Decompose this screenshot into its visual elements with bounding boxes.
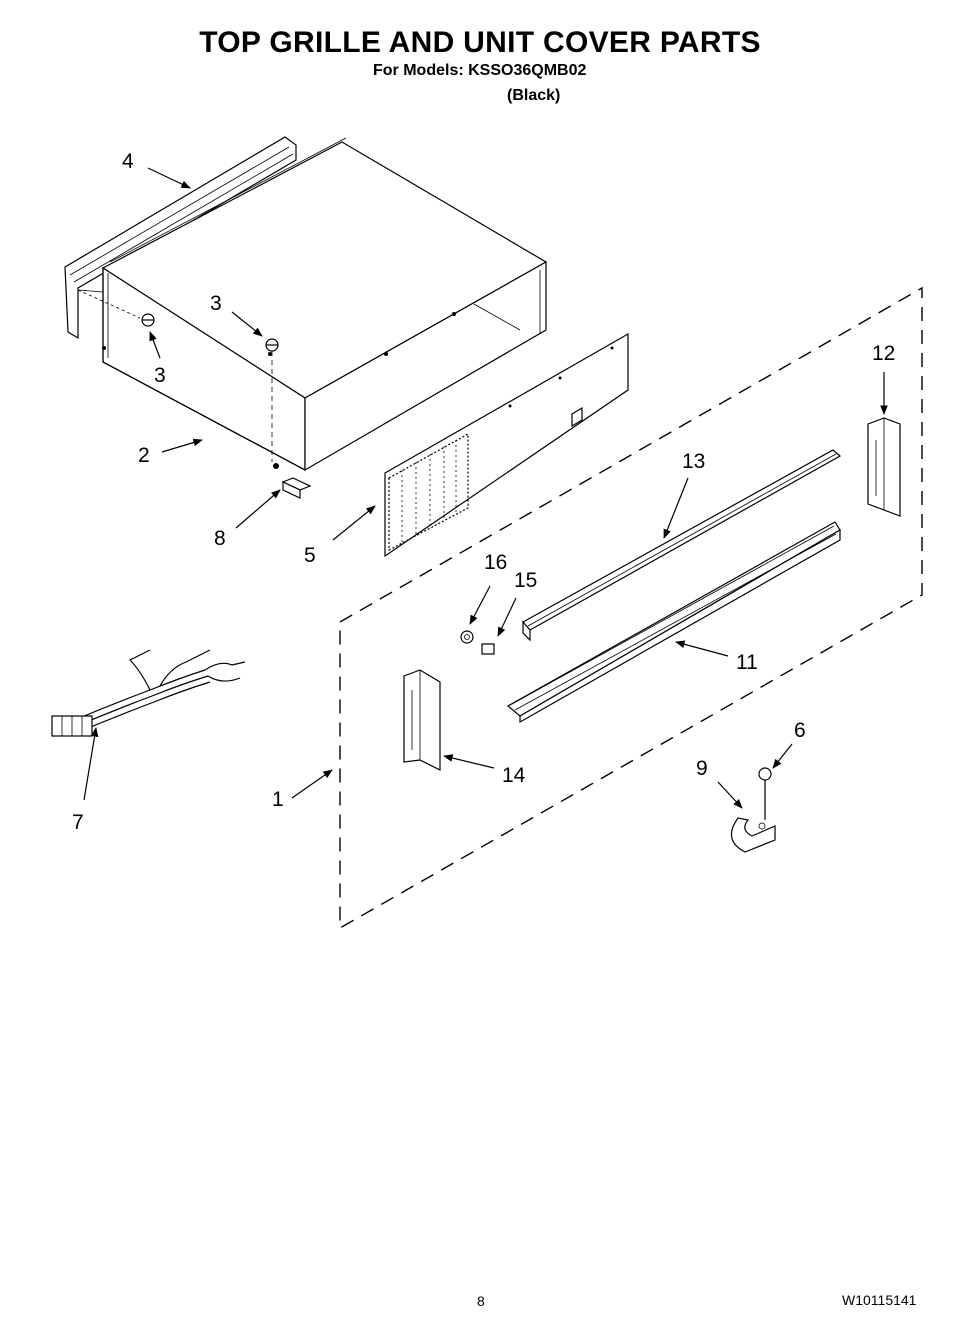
callout-8: 8 [214,527,226,550]
callout-11: 11 [736,651,758,674]
assembly-outline-part-1 [339,286,923,930]
page-title: TOP GRILLE AND UNIT COVER PARTS [199,26,761,59]
callout-16: 16 [484,551,507,574]
callout-14: 14 [502,764,526,787]
clip-part-8 [281,477,312,499]
screw-part-3-right [265,338,279,462]
grille-panel-part-5 [384,332,629,558]
clamp-part-9 [730,817,776,853]
page-number: 8 [477,1293,485,1309]
screw-part-16 [460,630,474,644]
callout-1: 1 [272,788,284,811]
callout-4: 4 [122,150,134,173]
right-bracket-part-12 [867,417,901,517]
callout-6: 6 [794,719,806,742]
leader-arrows [83,167,888,809]
models-label: For Models: KSSO36QMB02 [373,62,587,79]
left-bracket-part-14 [403,669,441,771]
document-number: W10115141 [842,1292,917,1308]
upper-rail-part-13 [522,449,842,642]
callout-15: 15 [514,569,537,592]
callout-5: 5 [304,544,316,567]
bumper-part-15 [481,643,495,655]
lower-rail-part-11 [506,521,841,724]
callout-2: 2 [138,444,150,467]
callout-13: 13 [682,450,705,473]
callout-12: 12 [872,342,895,365]
variant-label: (Black) [507,87,561,104]
unit-cover-part-2 [77,137,548,472]
callout-9: 9 [696,757,708,780]
callout-7: 7 [72,811,84,834]
callout-3-left: 3 [154,364,166,387]
callout-3-right: 3 [210,292,222,315]
screw-part-3-left [77,289,155,327]
wire-harness-part-7 [51,649,246,737]
screw-part-6 [758,767,772,820]
